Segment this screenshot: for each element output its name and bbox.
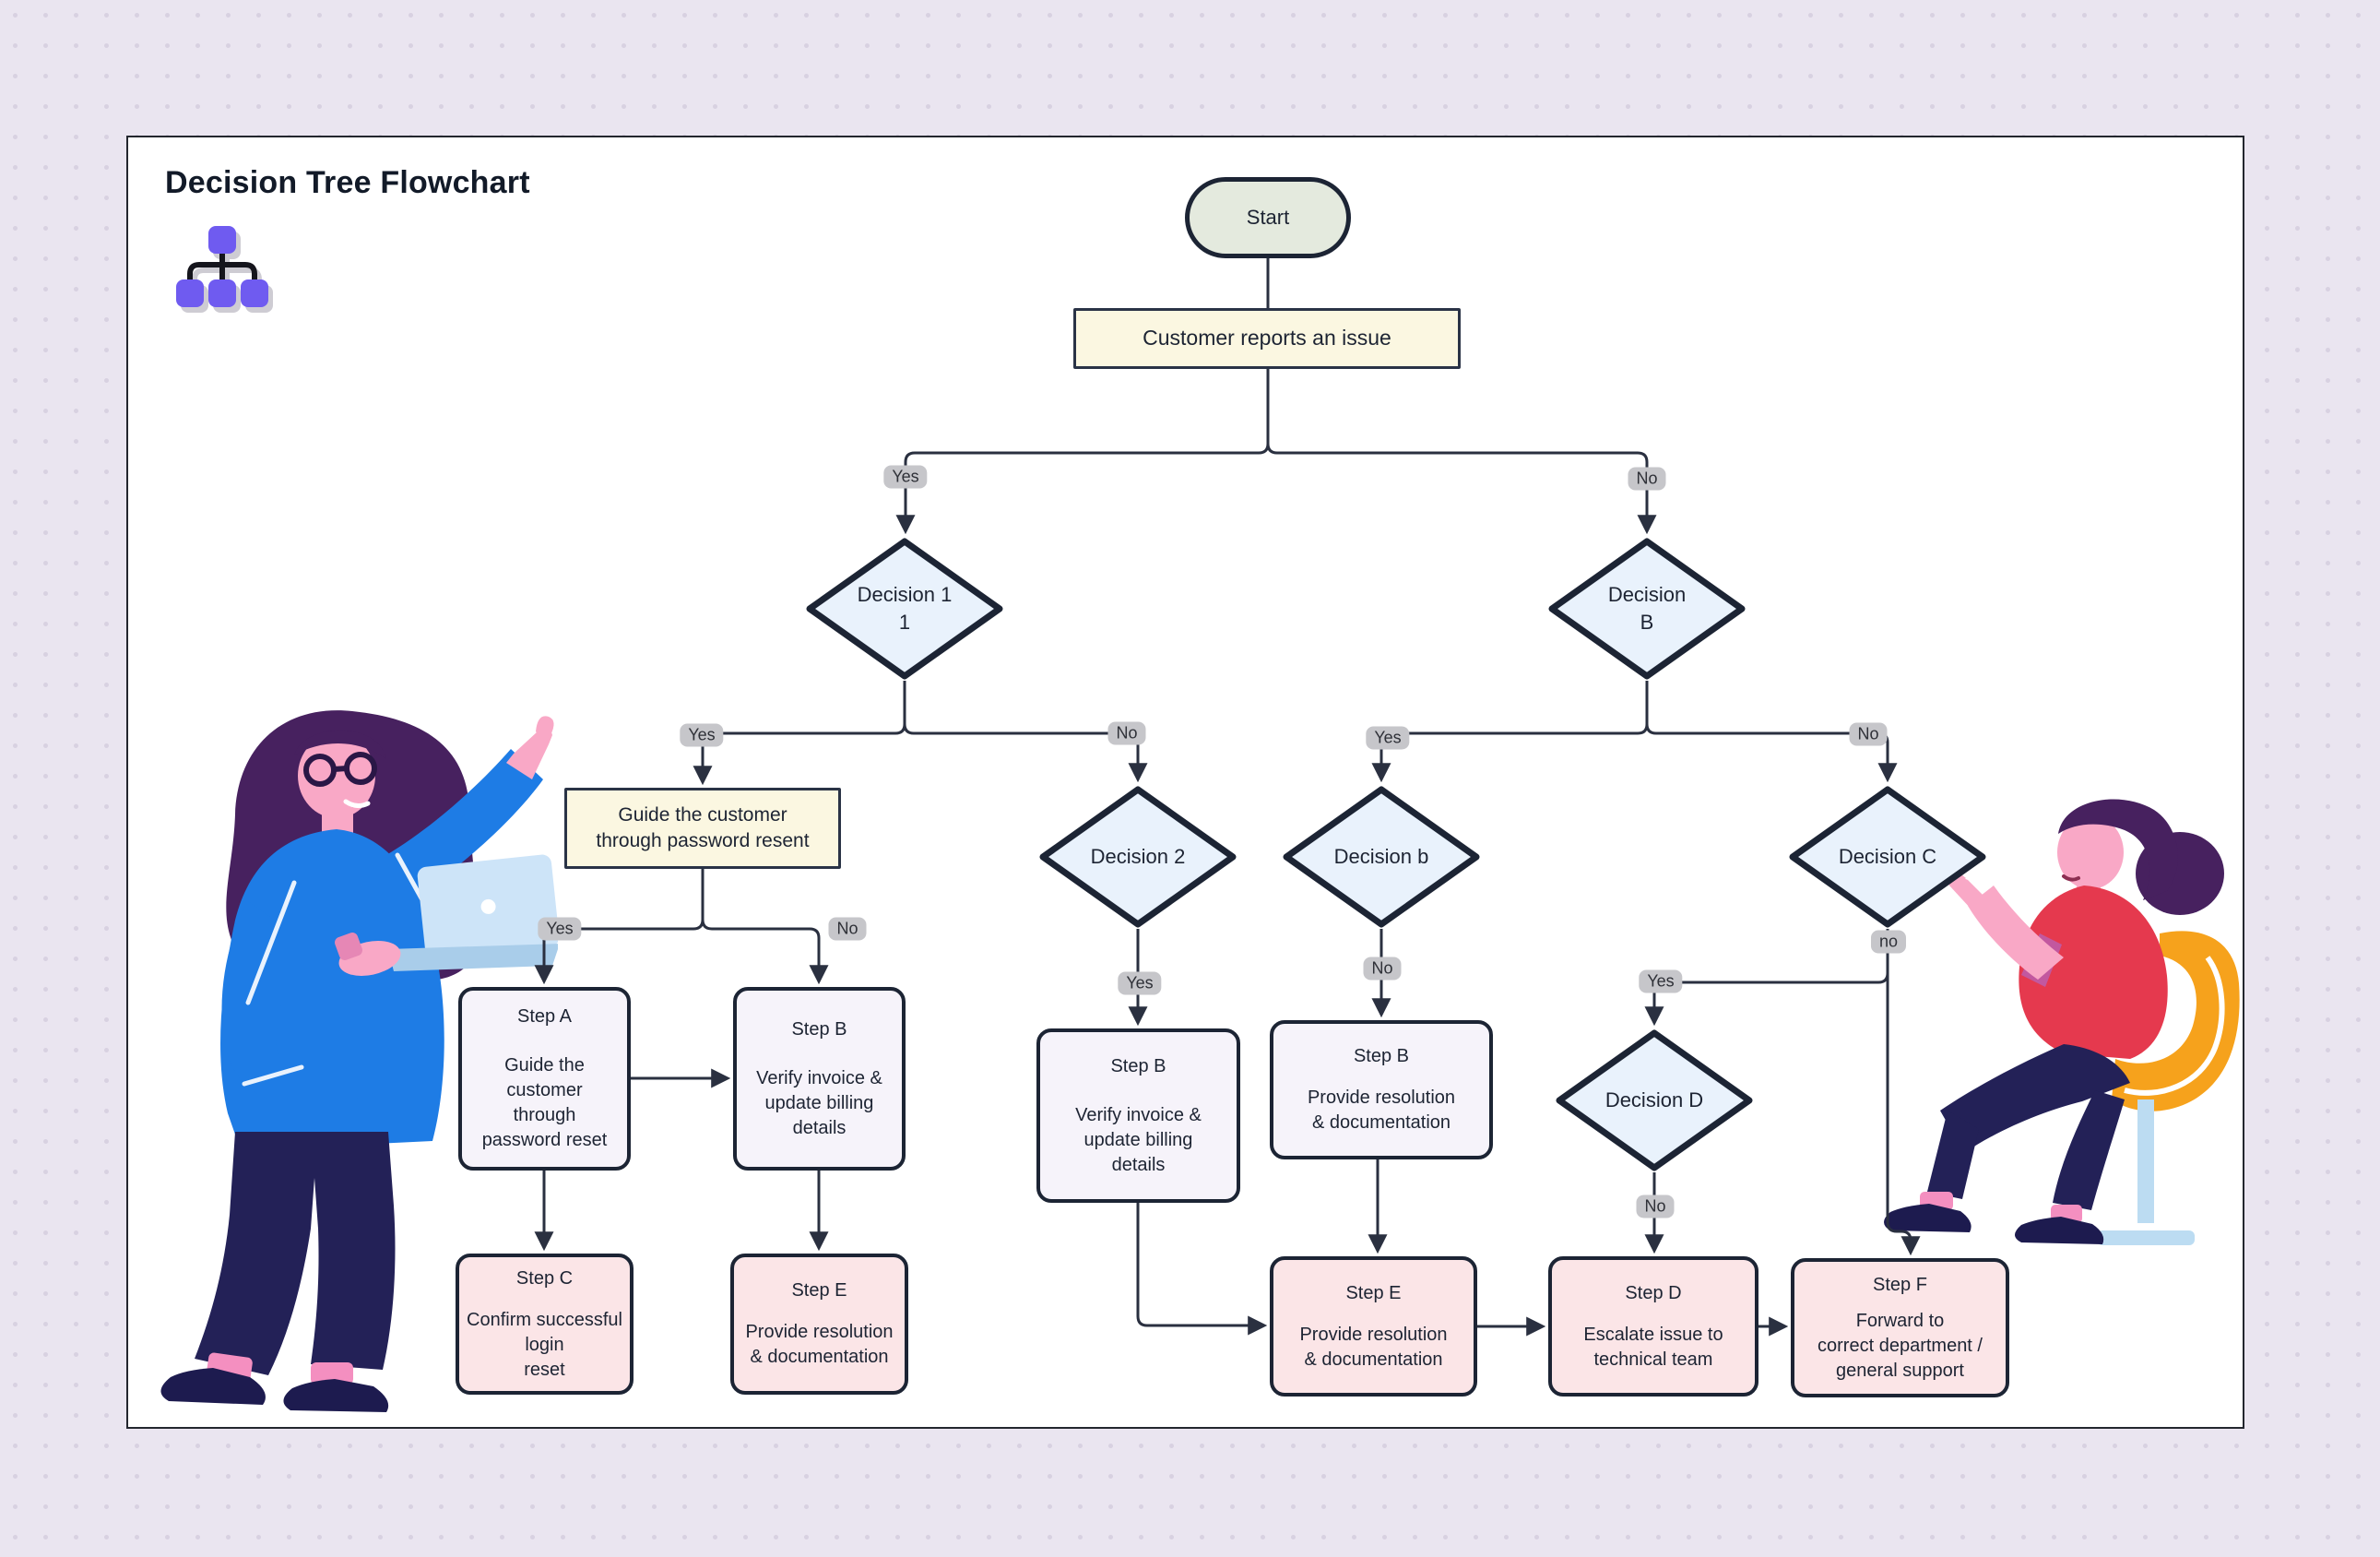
edge-label-d1-yes: Yes [680, 723, 724, 747]
node-decision-D[interactable]: Decision D [1555, 1028, 1754, 1172]
node-decision-B-label: Decision B [1607, 583, 1687, 634]
node-step-f-title: Step F [1873, 1274, 1927, 1295]
node-step-e-left-title: Step E [791, 1280, 847, 1301]
node-step-b-mid[interactable]: Step B Verify invoice & update billing d… [1036, 1028, 1240, 1203]
node-decision-D-label: Decision D [1604, 1088, 1704, 1112]
node-step-a-title: Step A [517, 1006, 572, 1027]
node-step-a-body: Guide the customer through password rese… [481, 1055, 608, 1150]
node-step-d-title: Step D [1625, 1282, 1682, 1303]
node-step-f-body: Forward to correct department / general … [1818, 1310, 1983, 1381]
node-decision-2[interactable]: Decision 2 [1038, 785, 1237, 929]
node-step-f[interactable]: Step F Forward to correct department / g… [1791, 1258, 2009, 1397]
node-decision-C[interactable]: Decision C [1788, 785, 1987, 929]
node-customer-reports[interactable]: Customer reports an issue [1073, 308, 1461, 369]
node-decision-b-label: Decision b [1333, 845, 1429, 869]
edge-label-dB-no: No [1849, 722, 1888, 746]
edge-label-dC-yes: Yes [1639, 969, 1683, 993]
node-decision-B[interactable]: Decision B [1547, 537, 1747, 681]
edge-label-dB-yes: Yes [1366, 726, 1410, 750]
node-step-b-left-body: Verify invoice & update billing details [756, 1067, 882, 1138]
node-step-a[interactable]: Step A Guide the customer through passwo… [458, 987, 631, 1171]
node-step-e-mid[interactable]: Step E Provide resolution & documentatio… [1270, 1256, 1477, 1397]
node-step-c-body: Confirm successful login reset [467, 1309, 622, 1380]
node-step-b-right-title: Step B [1353, 1046, 1410, 1066]
node-decision-1-label: Decision 1 1 [857, 583, 953, 634]
glasses-icon [303, 752, 377, 787]
edge-label-root-yes: Yes [883, 465, 928, 489]
node-step-e-left-body: Provide resolution & documentation [745, 1322, 894, 1367]
node-step-b-mid-body: Verify invoice & update billing details [1075, 1104, 1202, 1175]
node-decision-b[interactable]: Decision b [1282, 785, 1481, 929]
tree-diagram-icon [176, 226, 268, 307]
edge-label-d2-yes: Yes [1118, 971, 1162, 995]
node-step-c[interactable]: Step C Confirm successful login reset [456, 1254, 633, 1395]
node-step-d-body: Escalate issue to technical team [1583, 1324, 1723, 1370]
node-step-d[interactable]: Step D Escalate issue to technical team [1548, 1256, 1758, 1397]
node-guide-password-resent[interactable]: Guide the customer through password rese… [564, 788, 841, 869]
node-start[interactable]: Start [1185, 177, 1351, 258]
node-step-b-left-title: Step B [791, 1018, 847, 1040]
edge-label-root-no: No [1628, 467, 1666, 491]
node-step-e-mid-body: Provide resolution & documentation [1299, 1324, 1448, 1370]
node-step-b-left[interactable]: Step B Verify invoice & update billing d… [733, 987, 906, 1171]
node-step-e-mid-title: Step E [1345, 1282, 1402, 1303]
node-step-b-right[interactable]: Step B Provide resolution & documentatio… [1270, 1020, 1493, 1159]
edge-label-dC-no: no [1870, 930, 1907, 954]
node-step-b-right-body: Provide resolution & documentation [1307, 1088, 1456, 1133]
node-guide-password-resent-label: Guide the customer through password rese… [596, 803, 810, 851]
person-left-illustration [160, 710, 558, 1412]
edge-label-guide-no: No [828, 917, 867, 941]
node-step-b-mid-title: Step B [1110, 1055, 1166, 1076]
person-right-illustration [1884, 799, 2240, 1245]
flowchart-canvas: Decision Tree Flowchart [126, 136, 2244, 1429]
node-customer-reports-label: Customer reports an issue [1143, 326, 1391, 351]
edge-label-d1-no: No [1107, 721, 1146, 745]
node-step-e-left[interactable]: Step E Provide resolution & documentatio… [730, 1254, 908, 1395]
node-decision-2-label: Decision 2 [1090, 845, 1186, 869]
node-step-c-title: Step C [515, 1267, 574, 1289]
node-start-label: Start [1246, 206, 1290, 230]
page-title: Decision Tree Flowchart [165, 165, 530, 200]
edge-label-dD-no: No [1636, 1194, 1675, 1218]
edge-label-guide-yes: Yes [538, 917, 582, 941]
edge-label-db-no: No [1363, 957, 1402, 981]
node-decision-C-label: Decision C [1838, 845, 1937, 869]
node-decision-1[interactable]: Decision 1 1 [805, 537, 1004, 681]
